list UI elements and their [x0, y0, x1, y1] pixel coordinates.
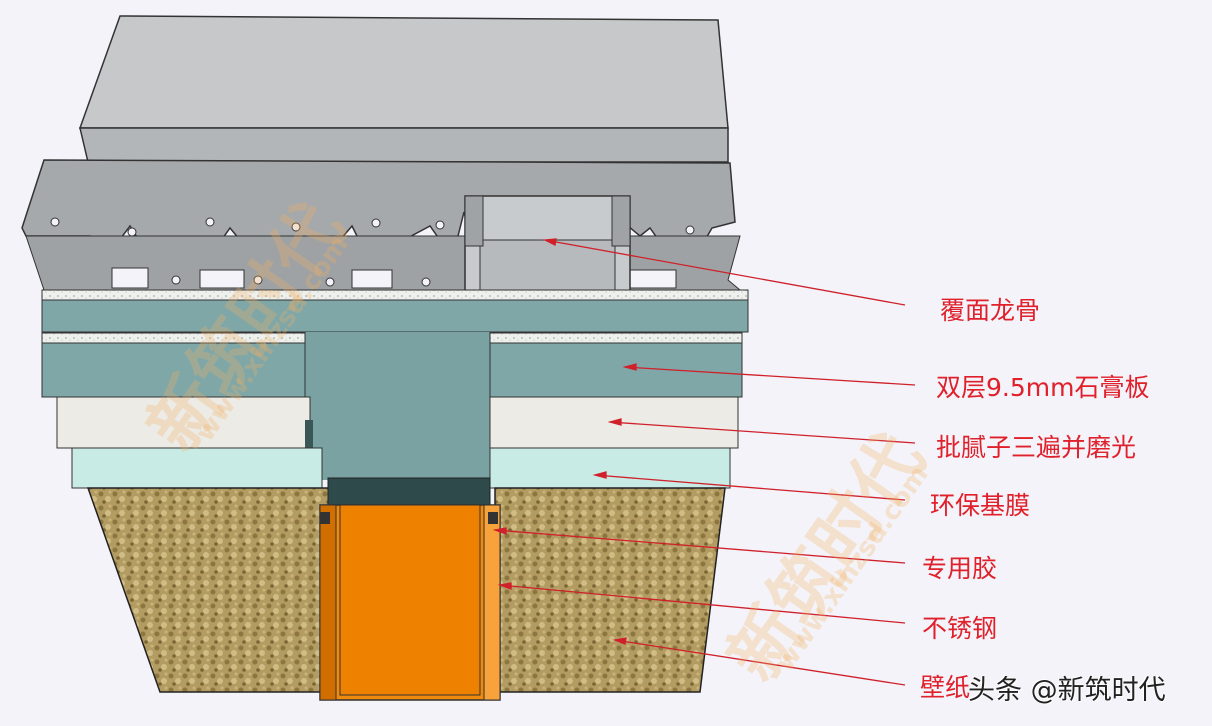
- leader-lines: [492, 238, 916, 686]
- label-base-membrane: 环保基膜: [930, 491, 1031, 520]
- label-wallpaper: 壁纸: [920, 673, 971, 702]
- base-membrane-layer: [71, 447, 731, 489]
- label-adhesive: 专用胶: [922, 554, 998, 583]
- metal-plate: [21, 159, 742, 291]
- label-putty: 批腻子三遍并磨光: [936, 433, 1137, 462]
- label-gypsum-board: 双层9.5mm石膏板: [936, 373, 1150, 402]
- stainless-steel-channel: [319, 504, 501, 701]
- source-credit: 头条 @新筑时代: [968, 675, 1166, 706]
- concrete-slab: [78, 15, 729, 163]
- gypsum-board-layer: [41, 289, 749, 480]
- label-furring-channel: 覆面龙骨: [940, 296, 1041, 325]
- label-stainless-steel: 不锈钢: [922, 614, 998, 643]
- adhesive-layer: [327, 477, 491, 506]
- furring-channel: [464, 195, 631, 293]
